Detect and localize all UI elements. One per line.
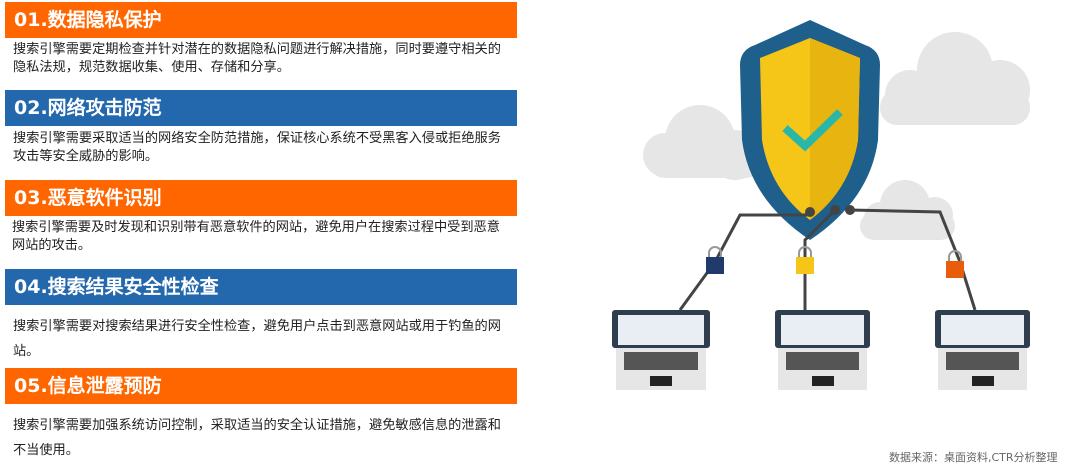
- laptop-icon-2: [775, 310, 870, 390]
- lock-icon-yellow: [796, 246, 814, 274]
- cloud-icon-right: [880, 32, 1030, 125]
- security-illustration: [612, 20, 1030, 390]
- section-body-result-check: 搜索引擎需要对搜索结果进行安全性检查，避免用户点击到恶意网站或用于钓鱼的网站。: [13, 319, 501, 359]
- laptop-icon-3: [935, 310, 1030, 390]
- connection-nodes: [805, 205, 855, 217]
- laptop-icon-1: [612, 310, 710, 390]
- section-header-network-attack: 02.网络攻击防范: [5, 90, 517, 126]
- lock-icon-blue: [706, 246, 724, 274]
- cloud-icon-left: [643, 105, 760, 180]
- lock-icon-orange: [946, 250, 964, 278]
- section-body-network-attack: 搜索引擎需要采取适当的网络安全防范措施，保证核心系统不受黑客入侵或拒绝服务攻击等…: [13, 131, 501, 164]
- section-header-malware: 03.恶意软件识别: [5, 180, 517, 216]
- section-header-result-check: 04.搜索结果安全性检查: [5, 269, 517, 305]
- section-header-data-privacy: 01.数据隐私保护: [5, 2, 517, 38]
- section-header-leak-prevention: 05.信息泄露预防: [5, 368, 517, 404]
- data-source-note: 数据来源：桌面资料,CTR分析整理: [889, 451, 1058, 464]
- section-body-malware: 搜索引擎需要及时发现和识别带有恶意软件的网站，避免用户在搜索过程中受到恶意网站的…: [12, 220, 500, 253]
- check-icon: [782, 109, 843, 152]
- section-body-data-privacy: 搜索引擎需要定期检查并针对潜在的数据隐私问题进行解决措施，同时要遵守相关的隐私法…: [13, 42, 501, 75]
- shield-icon: [740, 20, 880, 240]
- network-lines: [678, 208, 977, 311]
- section-body-leak-prevention: 搜索引擎需要加强系统访问控制，采取适当的安全认证措施，避免敏感信息的泄露和不当使…: [13, 418, 501, 458]
